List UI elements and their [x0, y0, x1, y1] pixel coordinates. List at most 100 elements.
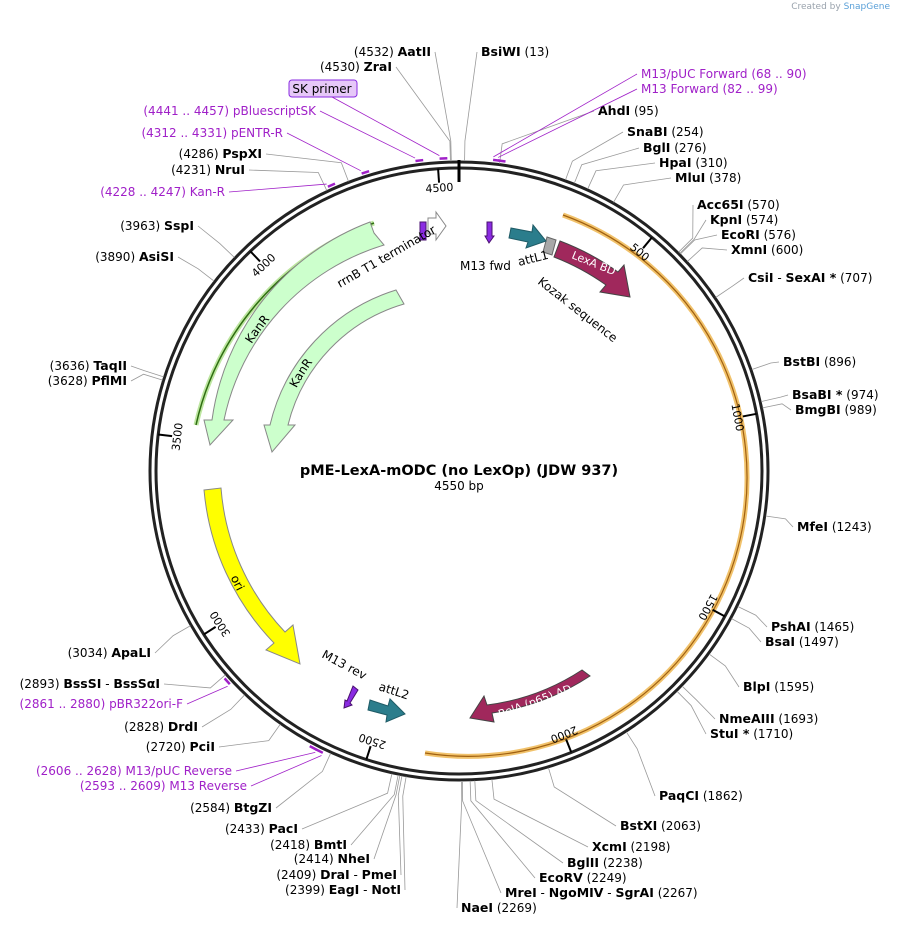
enzyme-leader-line [265, 153, 349, 182]
enzyme-site-bsabi: BsaBI * (974) [761, 387, 879, 402]
enzyme-label: EcoRI (576) [721, 227, 796, 242]
enzyme-label: AhdI (95) [598, 103, 659, 118]
enzyme-site-stui: StuI * (1710) [676, 691, 793, 741]
enzyme-site-drdi: (2828) DrdI [124, 694, 245, 734]
enzyme-label: (4530) ZraI [320, 59, 392, 74]
enzyme-name: AsiSI [139, 249, 174, 264]
enzyme-label: BstXI (2063) [620, 818, 701, 833]
enzyme-label: (2418) BmtI [270, 837, 347, 852]
feature-m13-fwd [484, 221, 495, 244]
enzyme-site-kpni: KpnI (574) [679, 212, 778, 254]
enzyme-label: (3034) ApaLI [68, 645, 151, 660]
primer-leader-line [235, 752, 316, 772]
enzyme-label: (2414) NheI [294, 851, 370, 866]
enzyme-name2: NotI [371, 882, 401, 897]
enzyme-leader-line [130, 373, 163, 382]
enzyme-pos: (707) [836, 271, 872, 285]
enzyme-leader-line [565, 131, 624, 181]
enzyme-pos: (2409) [276, 868, 320, 882]
enzyme-leader-line [762, 403, 792, 411]
enzyme-pos: (95) [630, 104, 658, 118]
enzyme-pos: (2063) [657, 819, 701, 833]
enzyme-site-xmni: XmnI (600) [687, 242, 803, 262]
enzyme-leader-line [434, 51, 452, 162]
enzyme-pos: (896) [820, 355, 856, 369]
enzyme-leader-line [177, 256, 215, 282]
enzyme-label: PshAI (1465) [771, 619, 854, 634]
enzyme-leader-line [163, 674, 226, 689]
svg-text:ori: ori [228, 573, 247, 593]
enzyme-name: StuI * [710, 726, 750, 741]
enzyme-pos: (3963) [120, 219, 164, 233]
enzyme-pos: (2399) [285, 883, 329, 897]
primer-range: (4228 .. 4247) [100, 185, 190, 199]
enzyme-leader-line [130, 365, 164, 378]
enzyme-site-mlui: MluI (378) [613, 170, 741, 203]
enzyme-leader-line [275, 753, 332, 809]
enzyme-site-aatii: (4532) AatII [354, 44, 452, 162]
enzyme-leader-line [679, 219, 707, 254]
enzyme-name: MfeI [797, 519, 828, 534]
enzyme-name: BsiWI [481, 44, 521, 59]
primer-label: (4441 .. 4457) pBluescriptSK [143, 104, 317, 118]
primer-name: pBluescriptSK [233, 104, 317, 118]
enzyme-leader-line [676, 691, 707, 735]
enzyme-site-snabi: SnaBI (254) [565, 124, 704, 181]
enzyme-label: BsaBI * (974) [792, 387, 879, 402]
primer-leader-line [228, 183, 327, 193]
enzyme-label: BmgBI (989) [795, 402, 877, 417]
plasmid-title: pME-LexA-mODC (no LexOp) (JDW 937) [300, 463, 618, 479]
primer-label: (4228 .. 4247) Kan-R [100, 185, 225, 199]
enzyme-sep: - [774, 271, 786, 285]
enzyme-pos: (974) [842, 388, 878, 402]
enzyme-site-asisi: (3890) AsiSI [95, 249, 215, 282]
enzyme-name: AatII [398, 44, 431, 59]
enzyme-name: EcoRI [721, 227, 760, 242]
enzyme-label: SnaBI (254) [627, 124, 704, 139]
enzyme-leader-line [491, 779, 589, 848]
enzyme-site-bsai: BsaI (1497) [731, 618, 839, 649]
enzyme-sites: (4532) AatII(4530) ZraI BsiWI (13) AhdI (9… [20, 44, 879, 915]
primer-range: (4441 .. 4457) [143, 104, 233, 118]
enzyme-site-pcii: (2720) PciI [146, 724, 281, 754]
primer-name: Kan-R [190, 185, 225, 199]
enzyme-name: DraI [320, 867, 350, 882]
feature-label-m13-fwd: M13 fwd [460, 259, 511, 273]
enzyme-sep: - [359, 883, 371, 897]
enzyme-site-blpi: BlpI (1595) [708, 653, 814, 694]
tick-label-500: 500 [627, 241, 651, 264]
enzyme-site-bgli: BglI (276) [573, 140, 707, 184]
enzyme-pos: (4530) [320, 60, 364, 74]
enzyme-sep: - [101, 677, 113, 691]
enzyme-name: NmeAIII [719, 711, 775, 726]
enzyme-leader-line [573, 147, 640, 184]
enzyme-leader-line [350, 774, 399, 846]
enzyme-label: (2433) PacI [225, 821, 298, 836]
primer-leader-line [286, 132, 361, 172]
enzyme-label: MreI - NgoMIV - SgrAI (2267) [505, 885, 698, 900]
primer-m13pucforward: M13/pUC Forward (68 .. 90) [492, 67, 807, 163]
enzyme-pos: (2198) [627, 840, 671, 854]
enzyme-site-ecori: EcoRI (576) [680, 227, 796, 255]
enzyme-name: ZraI [364, 59, 392, 74]
enzyme-name2: PmeI [362, 867, 397, 882]
enzyme-site-nmeaiii: NmeAIII (1693) [681, 685, 818, 726]
enzyme-pos: (2893) [20, 677, 64, 691]
feature-label-m13-rev: M13 rev [320, 647, 369, 682]
enzyme-pos: (3636) [50, 359, 94, 373]
enzyme-name: PaqCI [659, 788, 699, 803]
enzyme-site-paci: (2433) PacI [225, 773, 393, 836]
enzyme-name: BlpI [743, 679, 770, 694]
enzyme-pos: (1243) [828, 520, 872, 534]
primer-mark [223, 677, 231, 685]
enzyme-site-drai: (2409) DraI - PmeI [276, 775, 403, 882]
enzyme-label: (3890) AsiSI [95, 249, 174, 264]
primer-label: M13/pUC Forward (68 .. 90) [641, 67, 807, 81]
enzyme-name: BstXI [620, 818, 657, 833]
enzyme-leader-line [499, 110, 595, 164]
enzyme-leader-line [373, 775, 401, 860]
enzyme-name: HpaI [659, 155, 692, 170]
enzyme-leader-line [548, 767, 617, 827]
enzyme-label: BsiWI (13) [481, 44, 549, 59]
snapgene-brand: Created by SnapGene [791, 2, 890, 12]
